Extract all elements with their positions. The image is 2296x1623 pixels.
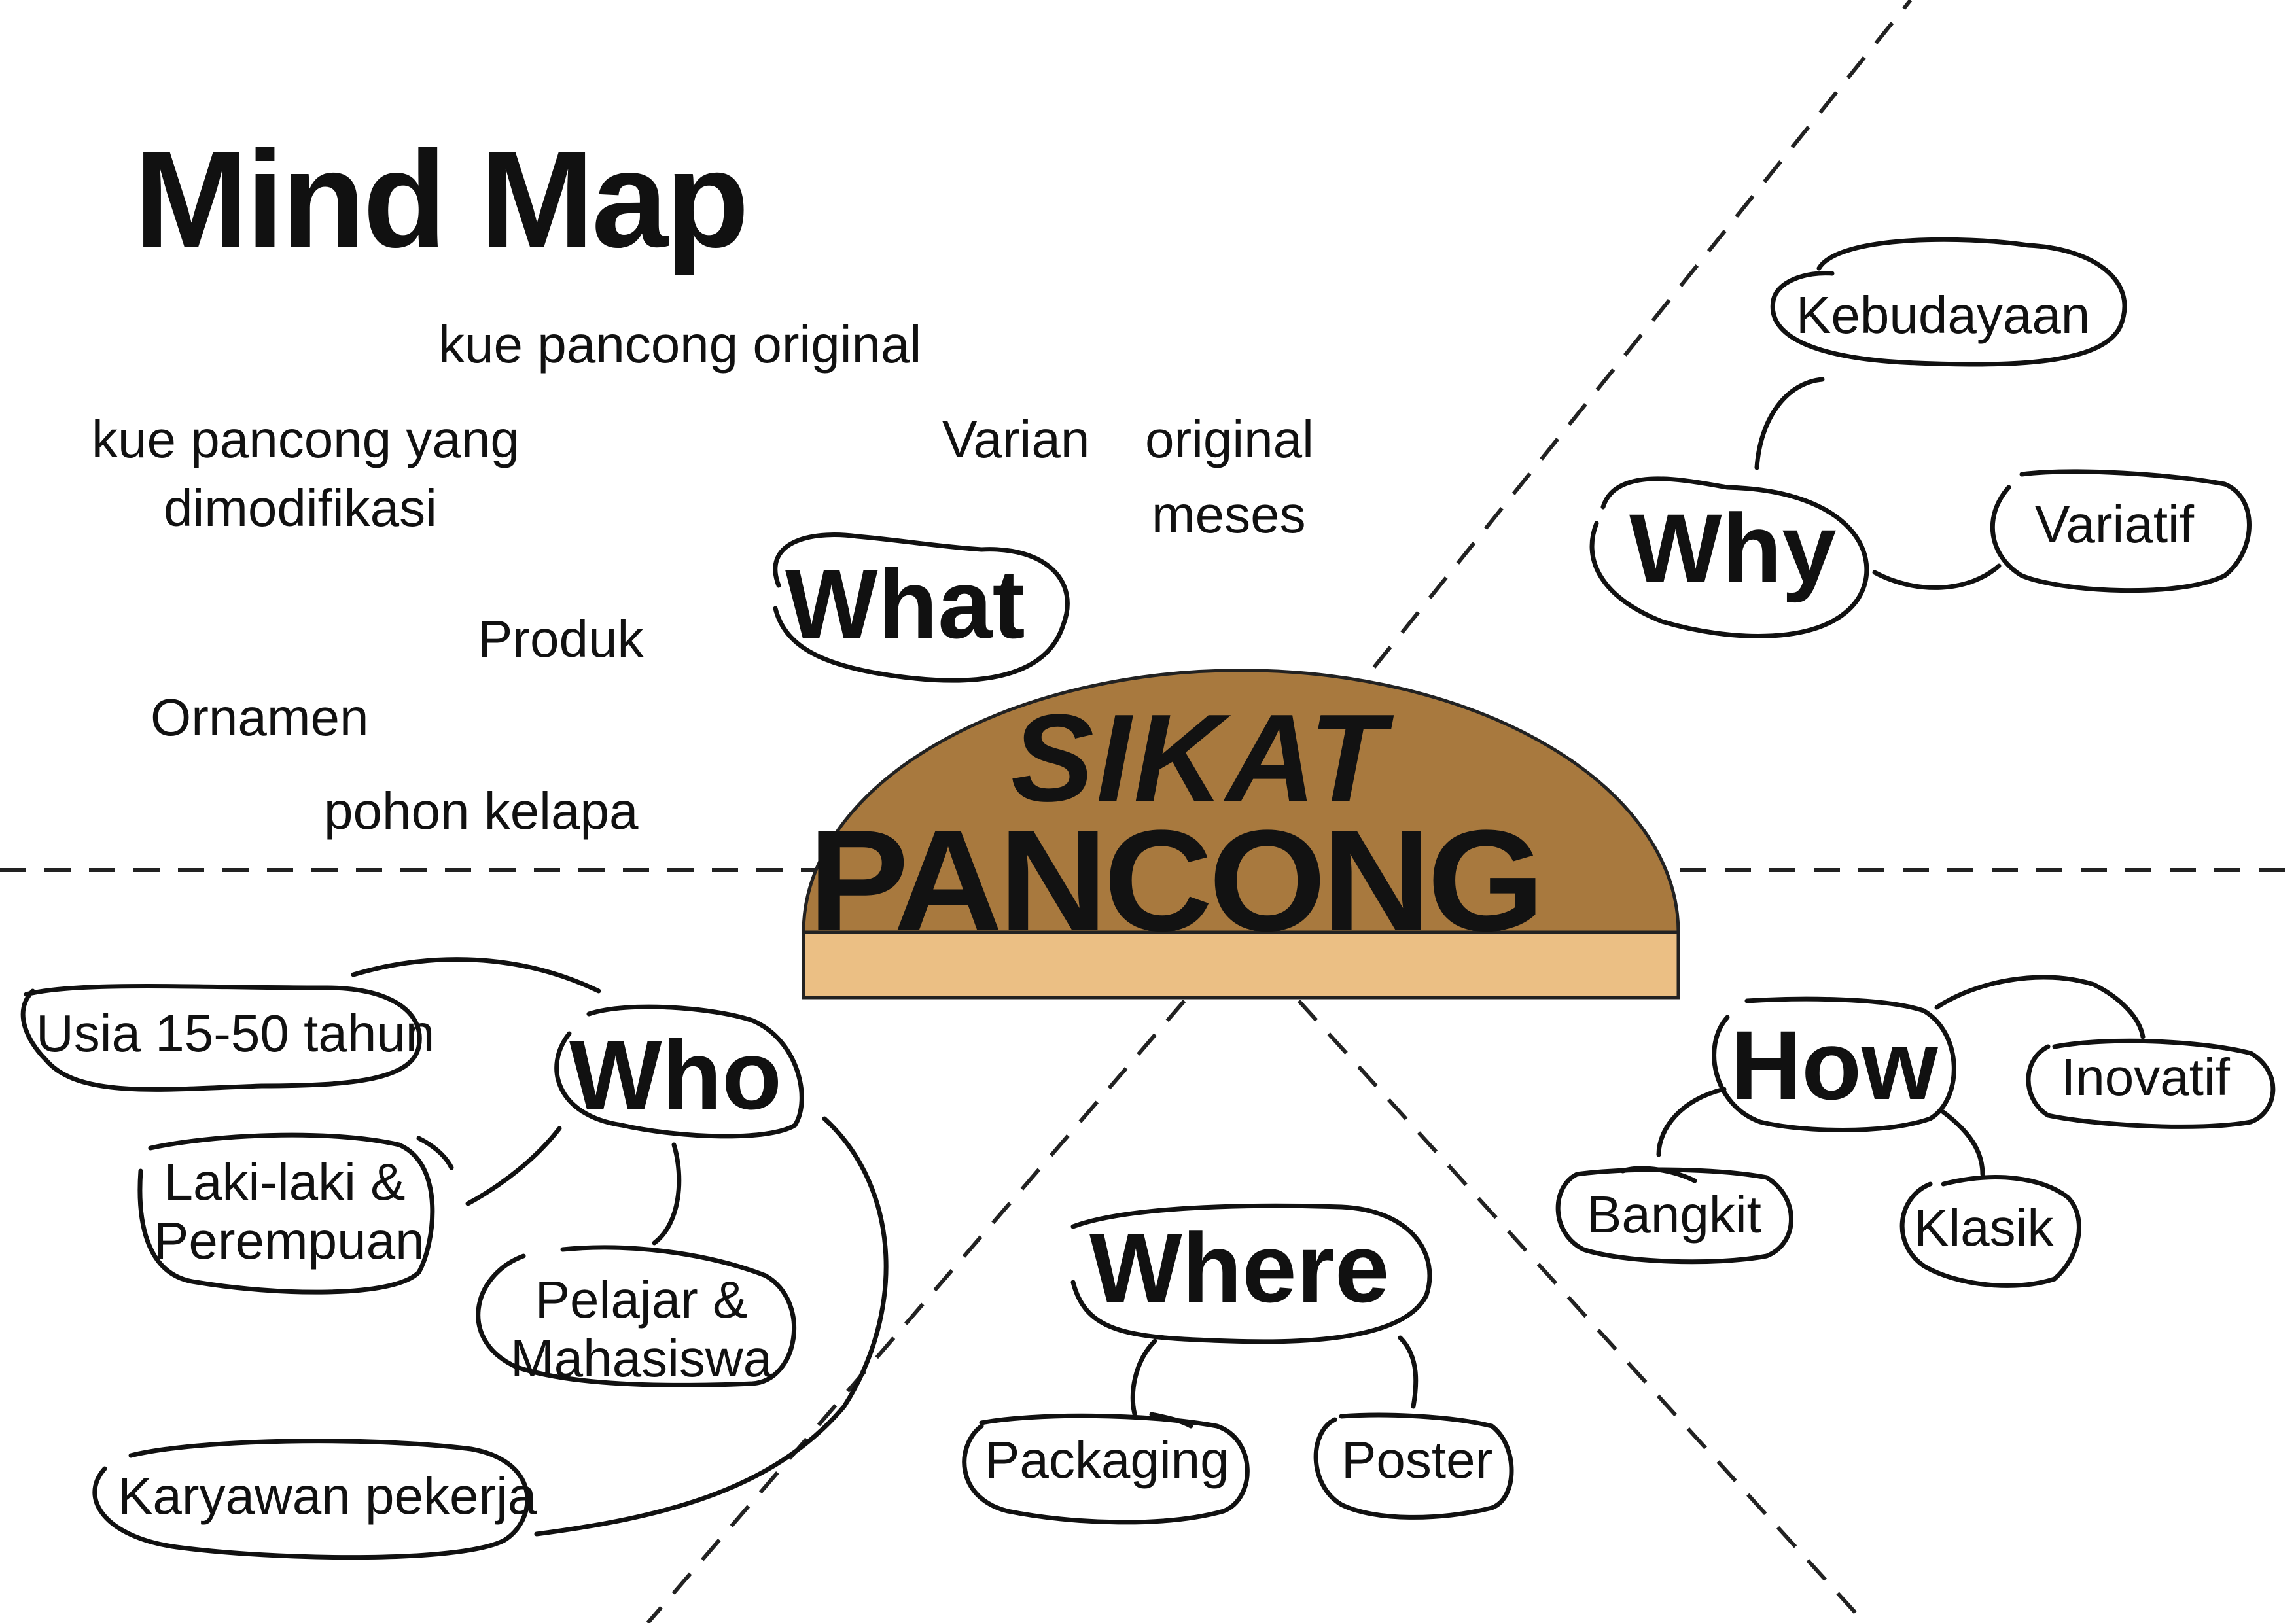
divider-diagonal-bottom-left xyxy=(646,1000,1186,1623)
who-item-laki-2: Perempuan xyxy=(154,1212,425,1270)
bangkit-bubble xyxy=(1555,1167,1793,1265)
pelajar-link xyxy=(652,1142,682,1246)
packaging-link xyxy=(1130,1338,1157,1419)
how-label: How xyxy=(1731,1010,1938,1120)
where-item-poster: Poster xyxy=(1341,1431,1493,1489)
pancong-dome xyxy=(802,669,1680,934)
variatif-link xyxy=(1872,563,2002,590)
product-item-original: kue pancong original xyxy=(438,315,922,374)
usia-bubble xyxy=(20,984,422,1092)
ornamen-label: Ornamen xyxy=(150,688,369,746)
page-title: Mind Map xyxy=(134,122,749,276)
varian-item-meses: meses xyxy=(1152,485,1306,544)
produk-label: Produk xyxy=(478,610,644,668)
laki-bubble xyxy=(137,1132,435,1295)
pancong-base xyxy=(802,930,1680,1000)
ornamen-item-pohon-kelapa: pohon kelapa xyxy=(324,782,639,840)
laki-link xyxy=(465,1126,562,1206)
what-bubble xyxy=(773,532,1070,683)
kebudayaan-link xyxy=(1754,377,1825,470)
who-item-usia: Usia 15-50 tahun xyxy=(36,1004,435,1062)
inovatif-bubble xyxy=(2026,1038,2276,1129)
product-item-modified-2: dimodifikasi xyxy=(164,479,437,537)
who-item-laki-1: Laki-laki & xyxy=(164,1153,406,1211)
why-item-variatif: Variatif xyxy=(2035,495,2195,553)
why-label: Why xyxy=(1629,493,1837,603)
karyawan-link xyxy=(534,1116,889,1537)
varian-label: Varian xyxy=(942,410,1090,468)
how-item-klasik: Klasik xyxy=(1914,1198,2054,1257)
how-item-bangkit: Bangkit xyxy=(1587,1185,1761,1244)
packaging-connector xyxy=(1149,1412,1193,1429)
bangkit-link xyxy=(1656,1087,1727,1157)
where-label: Where xyxy=(1089,1213,1390,1323)
divider-diagonal-bottom-right xyxy=(1297,999,1867,1623)
bangkit-connector xyxy=(1620,1166,1697,1183)
how-bubble xyxy=(1712,996,1956,1132)
karyawan-bubble xyxy=(92,1439,530,1560)
who-item-karyawan: Karyawan pekerja xyxy=(118,1467,537,1525)
why-item-kebudayaan: Kebudayaan xyxy=(1796,286,2091,344)
laki-connector xyxy=(416,1136,454,1170)
who-label: Who xyxy=(569,1020,782,1130)
how-item-inovatif: Inovatif xyxy=(2061,1048,2230,1106)
divider-diagonal-top-right xyxy=(1372,0,1913,669)
inovatif-link xyxy=(1934,975,2146,1039)
pelajar-bubble xyxy=(476,1245,796,1387)
brand-line-1: SIKAT xyxy=(1011,689,1388,828)
who-item-pelajar-1: Pelajar & xyxy=(535,1270,748,1329)
klasik-bubble xyxy=(1899,1175,2081,1288)
kebudayaan-bubble xyxy=(1770,237,2127,367)
usia-link xyxy=(351,957,601,994)
who-bubble xyxy=(554,1004,804,1139)
who-item-pelajar-2: Mahasiswa xyxy=(510,1329,773,1387)
where-bubble xyxy=(1070,1203,1432,1344)
packaging-bubble xyxy=(962,1413,1250,1525)
what-label: What xyxy=(785,549,1025,659)
product-item-modified-1: kue pancong yang xyxy=(92,410,520,468)
poster-link xyxy=(1398,1335,1419,1409)
brand-line-2: PANCONG xyxy=(808,800,1545,961)
poster-bubble xyxy=(1313,1412,1514,1520)
where-item-packaging: Packaging xyxy=(985,1431,1229,1489)
varian-item-original: original xyxy=(1145,410,1314,468)
variatif-bubble xyxy=(1990,469,2252,593)
why-bubble xyxy=(1589,476,1869,638)
klasik-link xyxy=(1941,1109,1985,1177)
